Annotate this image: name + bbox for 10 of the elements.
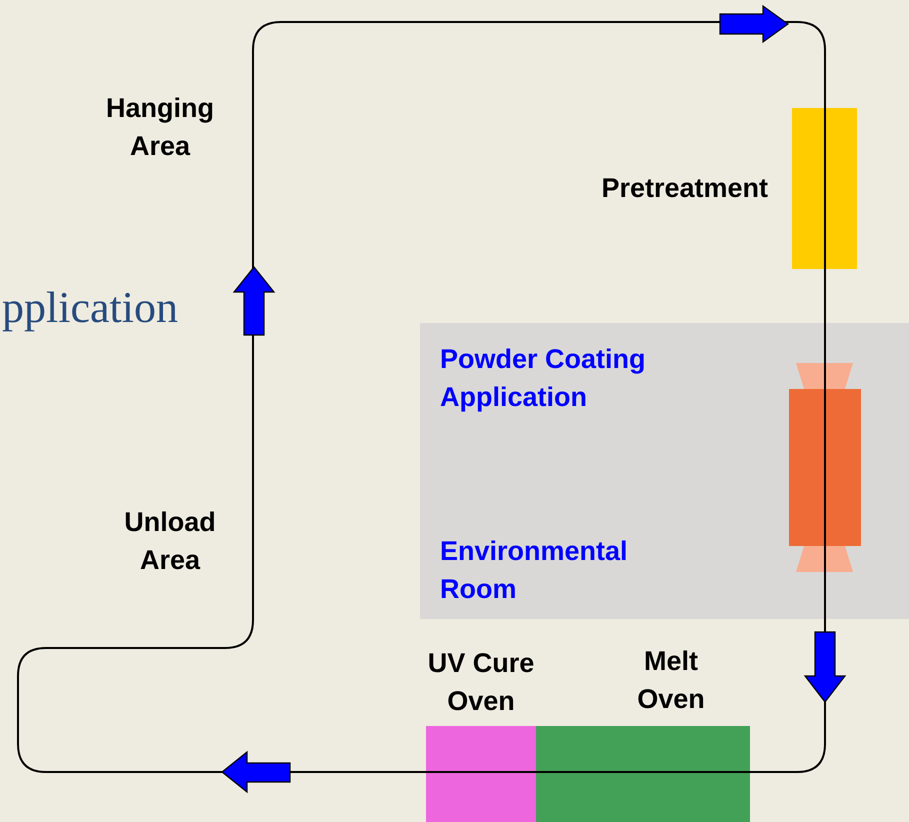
powder-booth-drawing xyxy=(789,363,861,572)
room-label: Environmental Room xyxy=(440,535,629,606)
area-label: Hanging Area xyxy=(105,92,215,163)
environmental-room xyxy=(420,323,909,619)
room-label: Powder Coating Application xyxy=(440,343,647,414)
area-label: Unload Area xyxy=(123,506,217,577)
oven-label: Melt Oven xyxy=(636,645,706,716)
station-label: Pretreatment xyxy=(600,172,768,205)
oven-label: UV Cure Oven xyxy=(426,647,536,718)
heading-fragment: pplication xyxy=(2,283,178,333)
